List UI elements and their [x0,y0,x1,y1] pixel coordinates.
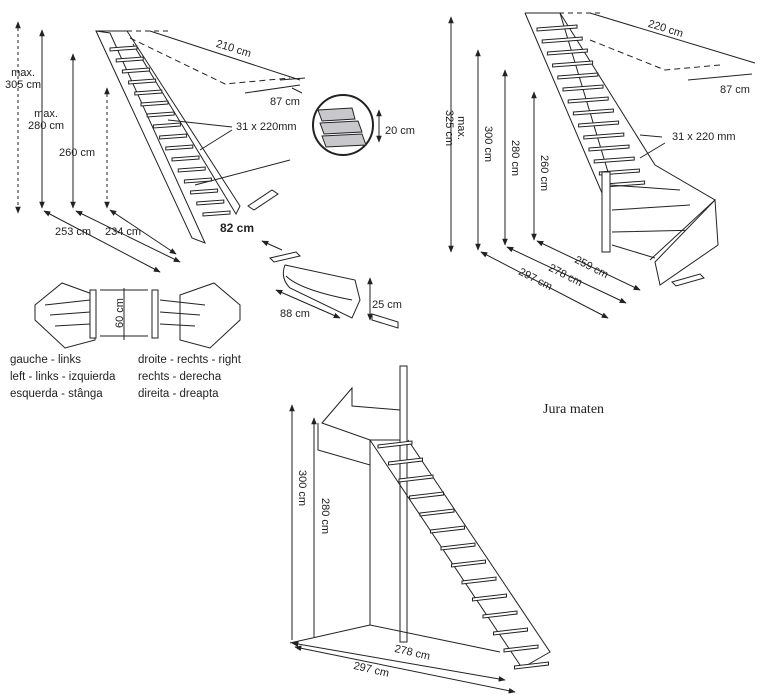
tread [430,525,465,534]
tread-size-b-label: 31 x 220 mm [672,131,736,143]
tread [398,474,434,483]
jura-caption: Jura maten [543,402,605,417]
height-280-label: 280 cm [509,140,521,177]
jura-stair-treads [377,440,549,670]
height-300-c-label: 300 cm [296,470,308,507]
tread [583,132,625,140]
run-253-label: 253 cm [55,226,92,238]
tread [140,100,169,107]
tread [115,56,144,63]
tread [121,67,150,74]
tread [388,457,423,466]
riser-height-label: 20 cm [385,125,415,137]
stair-width-label: 82 cm [220,221,255,235]
tread [419,508,455,517]
tread [152,122,181,129]
tread [146,111,175,118]
tread [493,627,528,636]
height-280-c-label: 280 cm [319,498,331,535]
tread [109,45,138,52]
tread [128,78,157,85]
tread [536,24,578,32]
tread [503,644,539,653]
run-234-label: 234 cm [105,226,142,238]
left-turn-legend: gauche - links left - links - izquierda … [10,354,116,400]
tread [482,610,518,619]
tread [409,491,444,500]
tread [377,440,413,449]
tread [588,144,630,152]
height-max-325-label: max.325 cm [443,110,467,147]
height-max-305-label: max.305 cm [5,67,42,91]
tread [461,576,497,585]
height-260-b-label: 260 cm [538,155,550,192]
tread [171,155,200,162]
tread [159,133,188,140]
tread [562,84,604,92]
jura-stair-drawing [289,365,551,694]
riser-detail-circle [312,94,382,156]
quarter-turn-stair-drawing [448,12,756,319]
tread [177,166,206,173]
tread [546,48,588,56]
turn-gap-label: 60 cm [114,298,126,328]
height-max-280-label: max.280 cm [28,108,65,132]
tread [202,210,231,217]
tread-size-label: 31 x 220mm [236,121,297,133]
tread [440,542,476,551]
opening-width-87-b-label: 87 cm [720,84,750,96]
height-300-label: 300 cm [482,126,494,163]
straight-stair-treads [109,45,231,217]
height-260-label: 260 cm [59,147,96,159]
tread [541,36,583,44]
step-height-label: 25 cm [372,299,402,311]
opening-width-87-label: 87 cm [270,96,300,108]
tread [593,156,635,164]
tread [196,199,225,206]
tread [134,89,163,96]
tread [572,108,614,116]
tread [552,60,594,68]
tread [578,120,620,128]
step-depth-label: 88 cm [280,308,310,320]
tread [472,593,507,602]
tread [557,72,599,80]
tread [567,96,609,104]
tread [451,559,486,568]
tread [165,144,194,151]
straight-stair-drawing [15,21,306,273]
right-turn-legend: droite - rechts - right rechts - derecha… [138,354,241,400]
turn-direction-drawings [34,282,241,349]
loose-step-drawing [261,240,399,329]
tread [190,188,219,195]
